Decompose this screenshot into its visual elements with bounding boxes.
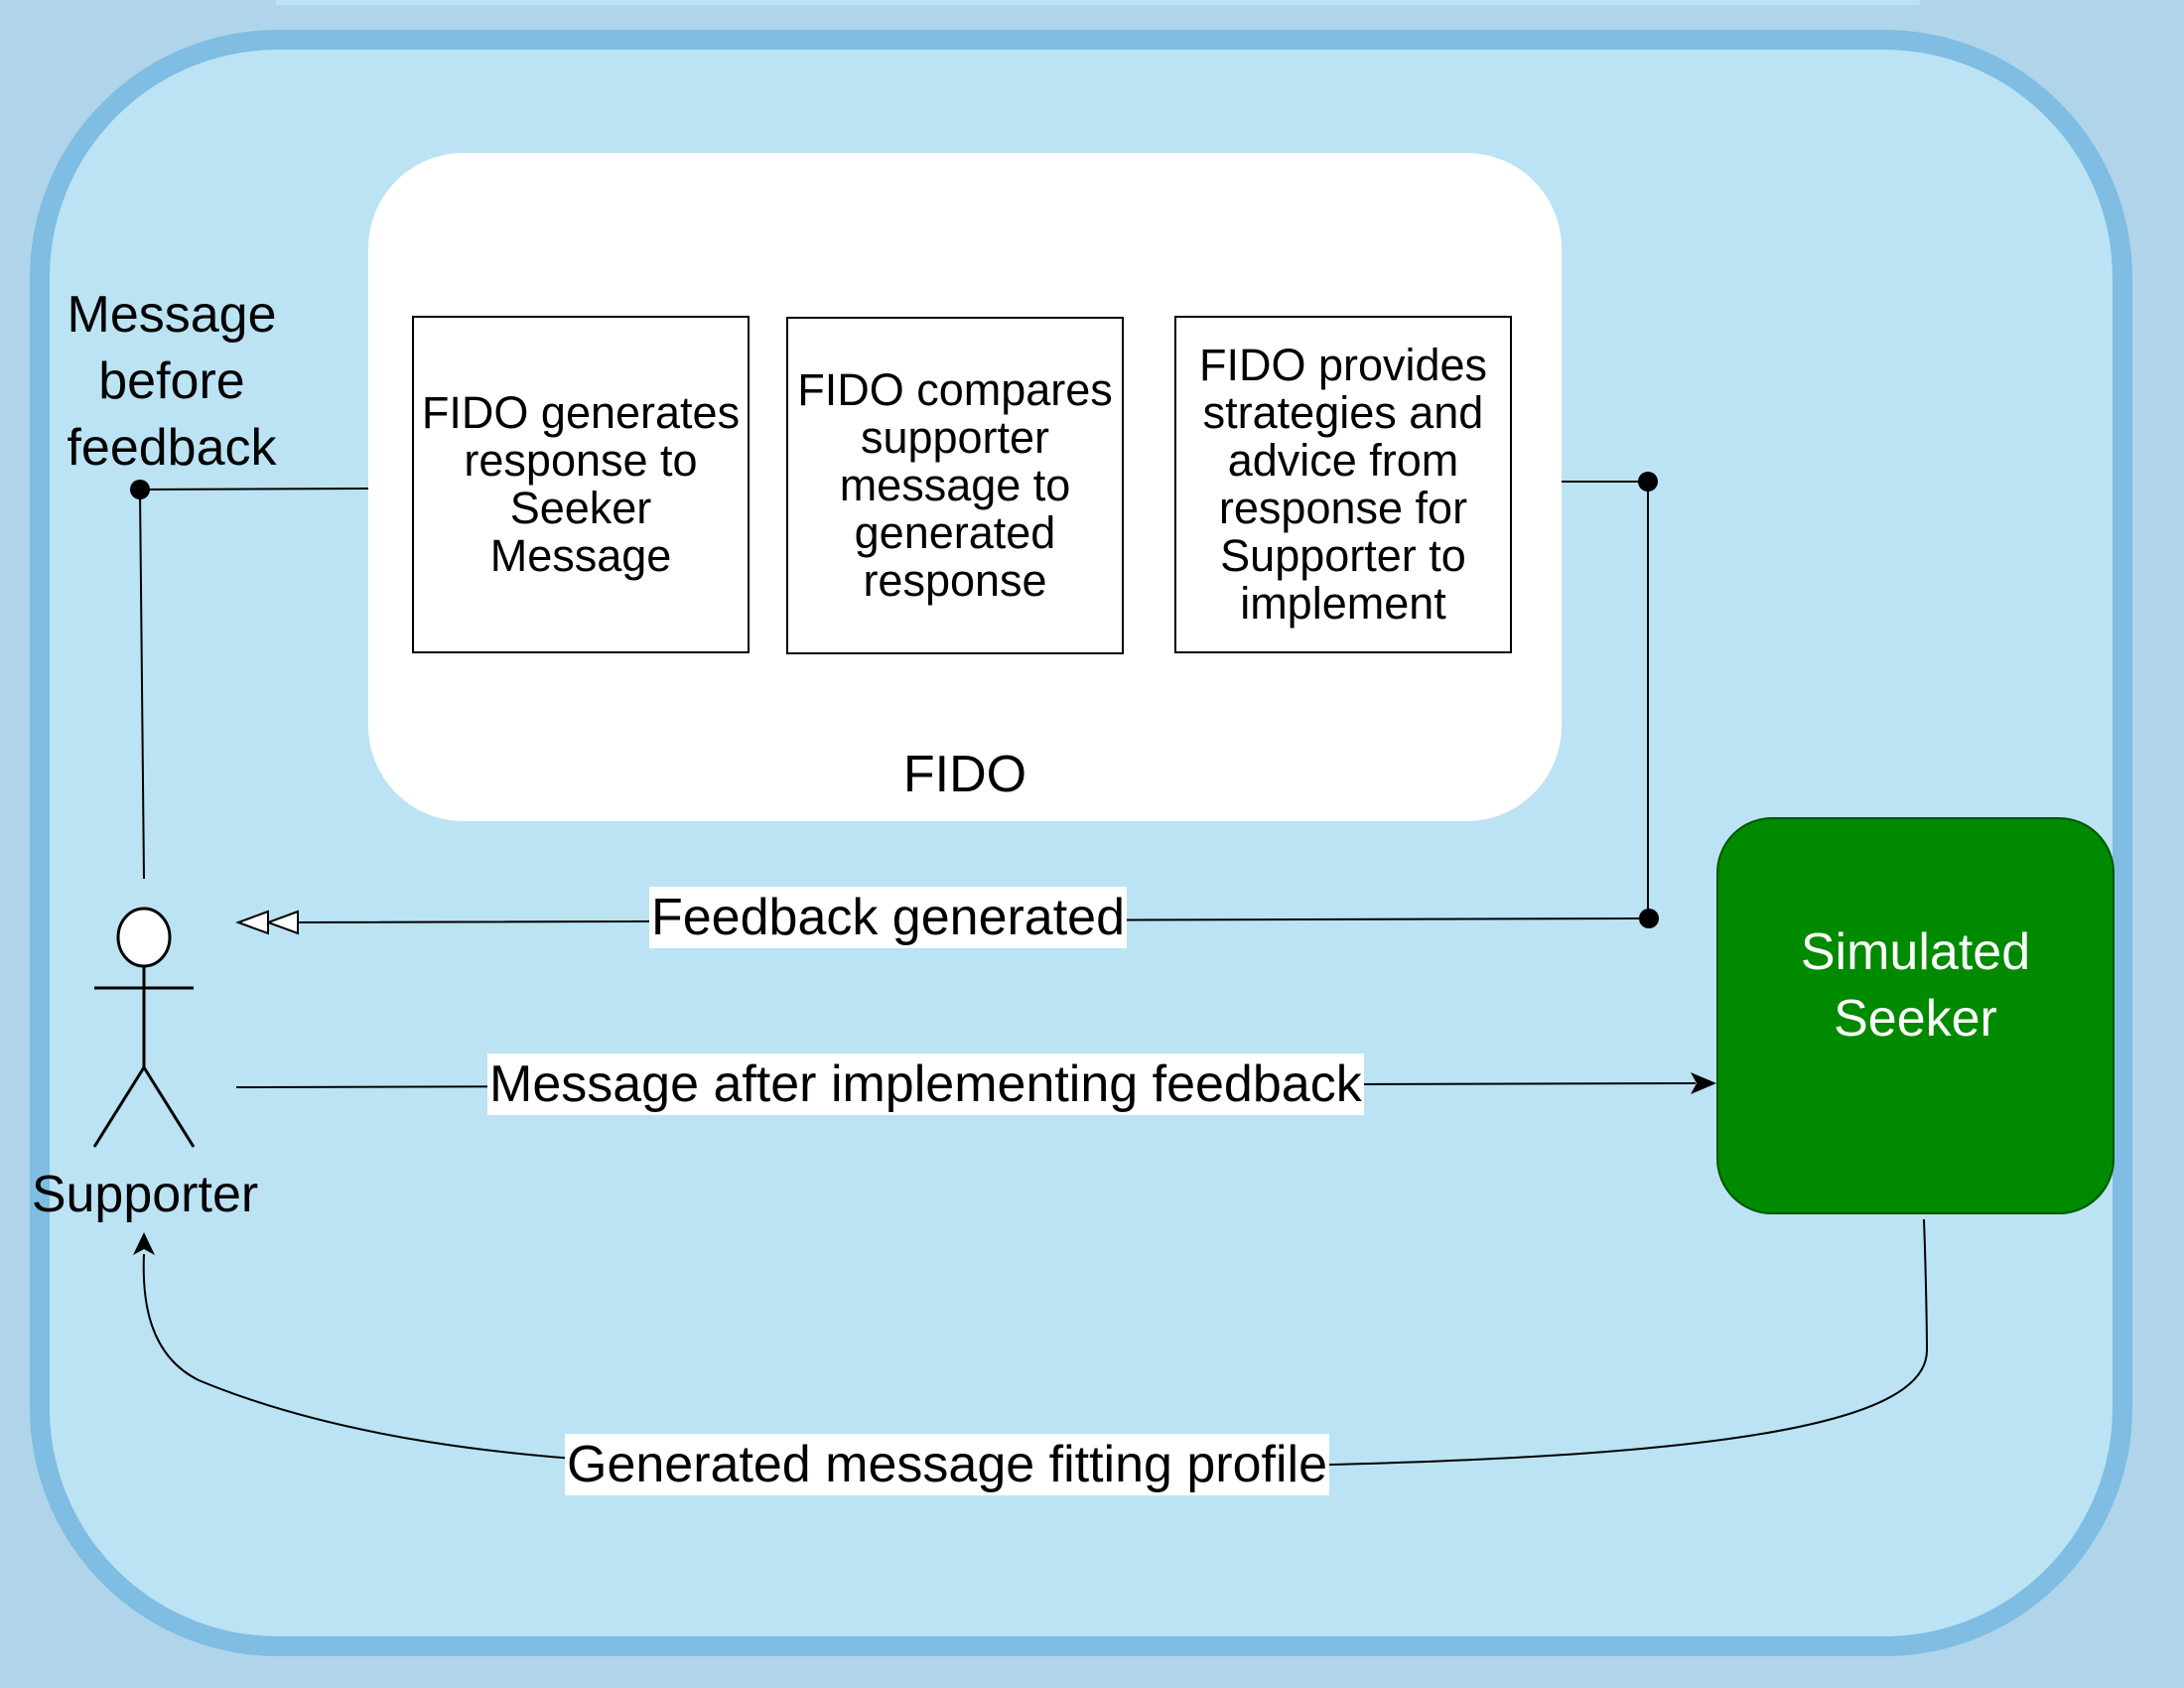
fido-step-compare: FIDO compares supporter message to gener…	[786, 317, 1124, 654]
message-after-label: Message after implementing feedback	[487, 1054, 1364, 1115]
generated-message-arrowhead	[133, 1232, 155, 1255]
feedback-arrowhead-2	[235, 910, 269, 935]
feedback-dot-top	[1638, 472, 1658, 492]
feedback-dot-bottom	[1639, 909, 1659, 928]
supporter-label: Supporter	[31, 1166, 259, 1223]
message-before-label: Message before feedback	[67, 286, 277, 477]
message-before-dot	[130, 480, 150, 499]
fido-step-generate: FIDO generates response to Seeker Messag…	[412, 316, 750, 653]
supporter-icon	[92, 907, 196, 1148]
fido-step-advise: FIDO provides strategies and advice from…	[1174, 316, 1512, 653]
top-strip	[276, 0, 1920, 5]
generated-message-label: Generated message fitting profile	[565, 1434, 1329, 1495]
feedback-connector	[297, 481, 1649, 923]
message-after-arrowhead	[1691, 1072, 1716, 1094]
message-before-connector	[138, 488, 369, 880]
fido-container-label: FIDO	[902, 746, 1027, 803]
generated-message-connector	[142, 1218, 1929, 1468]
simulated-seeker-node: Simulated Seeker	[1716, 817, 2115, 1214]
simulated-seeker-label: Simulated Seeker	[1800, 923, 2031, 1048]
feedback-arrowhead-1	[265, 910, 299, 935]
feedback-generated-label: Feedback generated	[649, 887, 1128, 948]
